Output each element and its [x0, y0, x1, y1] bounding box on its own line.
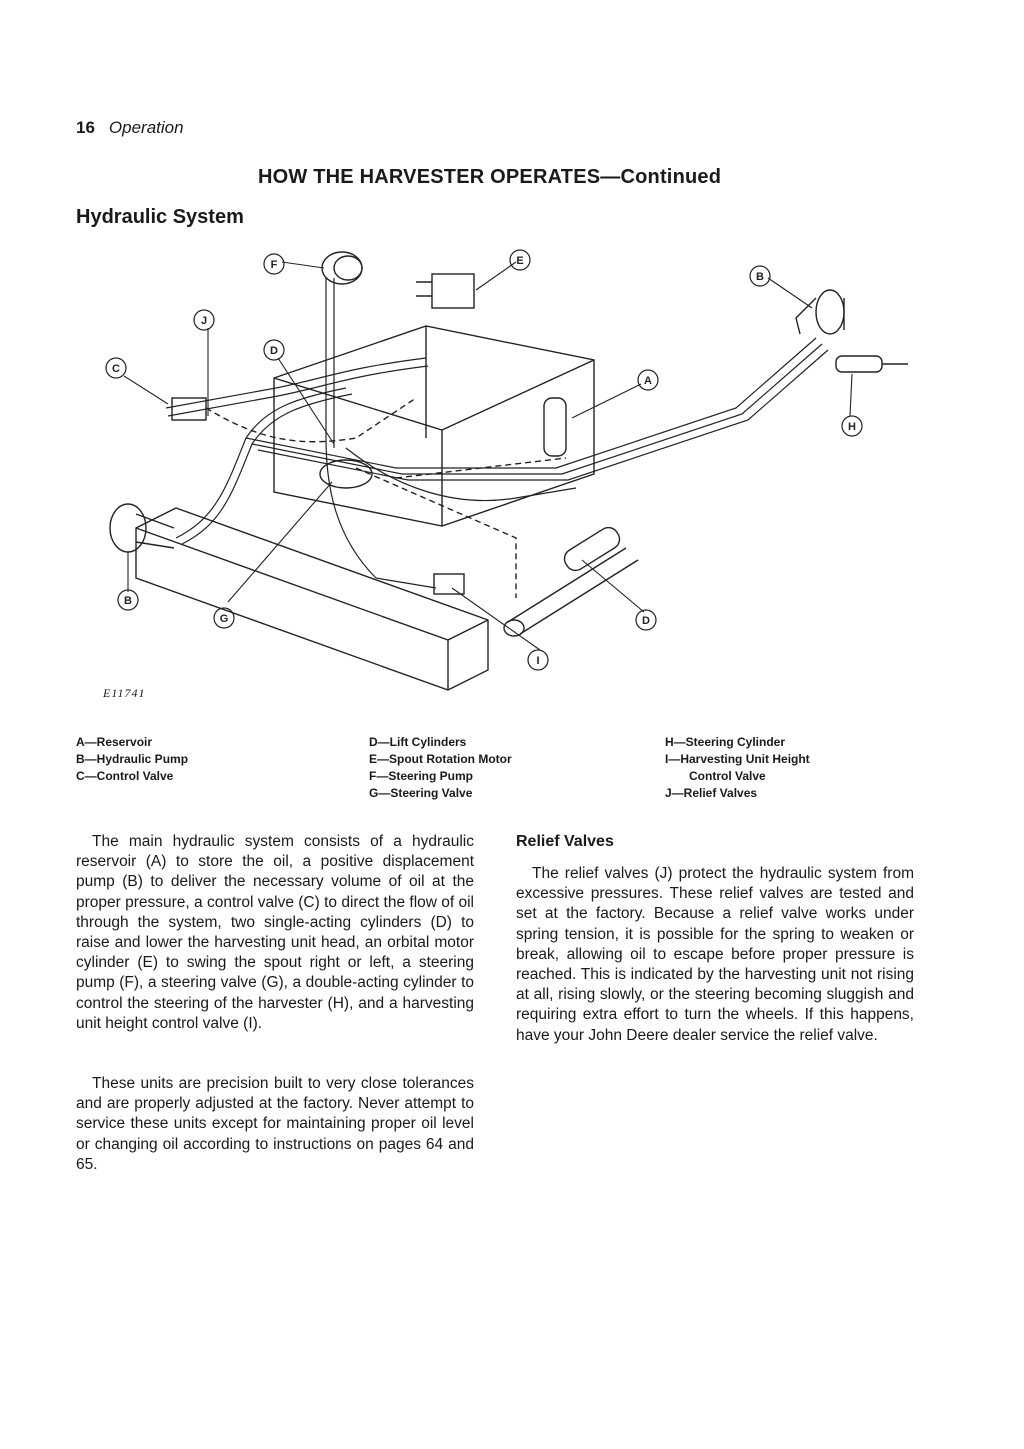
legend-column-1: A—Reservoir B—Hydraulic Pump C—Control V…: [76, 734, 188, 785]
legend-item-d: D—Lift Cylinders: [369, 735, 467, 749]
legend-item-a: A—Reservoir: [76, 735, 153, 749]
spout-rotation-motor: [416, 273, 475, 309]
hydraulic-system-diagram: F E B J D C A H B G D I: [105, 249, 908, 691]
callout-b-right: B: [756, 271, 764, 283]
callout-i: I: [536, 655, 539, 667]
callout-leaders: [123, 261, 853, 651]
legend-column-3: H—Steering Cylinder I—Harvesting Unit He…: [665, 734, 810, 802]
callout-h: H: [848, 421, 856, 433]
lift-cylinder: [503, 526, 639, 637]
legend-item-h: H—Steering Cylinder: [665, 735, 786, 749]
steering-valve: [319, 459, 373, 489]
callout-j: J: [201, 315, 207, 327]
legend-item-i: I—Harvesting Unit Height: [665, 752, 810, 766]
callout-b-left: B: [124, 595, 132, 607]
hydraulic-description-paragraph: The main hydraulic system consists of a …: [76, 833, 475, 1032]
hydraulic-pump-right: [795, 289, 845, 335]
callout-labels: F E B J D C A H B G D I: [105, 249, 863, 671]
legend-item-j: J—Relief Valves: [665, 786, 758, 800]
steering-cylinder: [835, 355, 908, 373]
hydraulic-pump-left: [109, 503, 175, 553]
page-number: 16: [76, 118, 95, 137]
legend-item-e: E—Spout Rotation Motor: [369, 752, 512, 766]
service-note-paragraph: These units are precision built to very …: [76, 1075, 474, 1173]
legend-column-2: D—Lift Cylinders E—Spout Rotation Motor …: [369, 734, 512, 802]
relief-valves-paragraph: The relief valves (J) protect the hydrau…: [516, 865, 914, 1044]
hydraulic-lines: [165, 278, 829, 589]
relief-valves-heading: Relief Valves: [516, 833, 614, 850]
callout-g: G: [220, 613, 229, 625]
steering-pump: [321, 251, 363, 285]
callout-f: F: [271, 259, 278, 271]
callout-a: A: [644, 375, 652, 387]
section-name: Operation: [108, 118, 184, 137]
legend-item-f: F—Steering Pump: [369, 769, 474, 783]
callout-d-bottom: D: [642, 615, 650, 627]
reservoir-tank: [273, 325, 595, 527]
callout-e: E: [516, 255, 523, 267]
page-header: 16 Operation: [76, 118, 184, 138]
section-title: Hydraulic System: [76, 206, 244, 228]
legend-item-c: C—Control Valve: [76, 769, 174, 783]
callout-d-top: D: [270, 345, 278, 357]
height-control-valve: [433, 573, 465, 595]
legend-item-g: G—Steering Valve: [369, 786, 473, 800]
reservoir-filter: [543, 397, 567, 457]
control-valve: [171, 397, 207, 421]
frame-beam: [135, 507, 489, 691]
callout-c: C: [112, 363, 120, 375]
figure-id: E11741: [103, 686, 146, 700]
legend-item-i-continued: Control Valve: [689, 769, 766, 783]
page-title: HOW THE HARVESTER OPERATES—Continued: [258, 166, 722, 188]
legend-item-b: B—Hydraulic Pump: [76, 752, 189, 766]
return-lines: [205, 397, 567, 598]
